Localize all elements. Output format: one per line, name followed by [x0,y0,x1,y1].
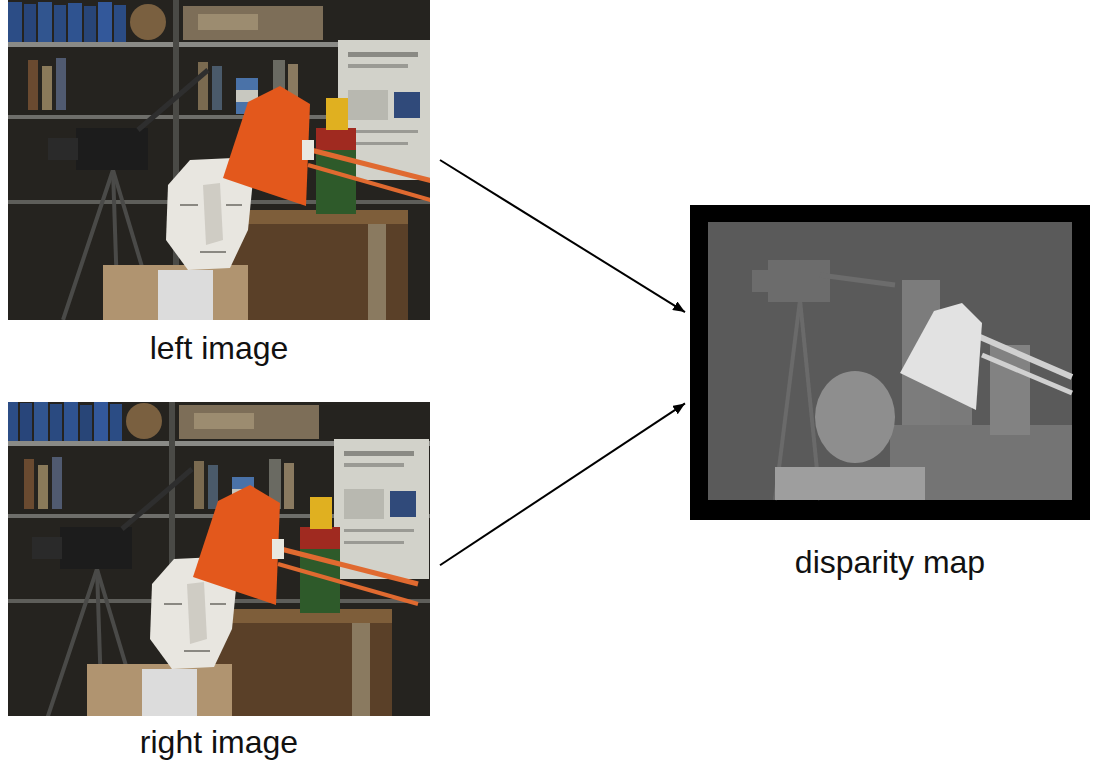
disparity-image [690,205,1090,520]
flow-arrow [440,160,685,312]
flow-arrow [440,403,685,565]
image-area [8,402,430,716]
image-caption: left image [146,330,293,367]
image-area [690,205,1090,520]
left-photo [8,0,430,320]
image-area [8,0,430,320]
image-caption: right image [136,724,302,761]
image-caption: disparity map [791,544,989,581]
image-panel: left image [8,0,430,367]
right-photo [8,402,430,716]
image-panel: right image [8,402,430,761]
disparity-panel: disparity map [690,205,1090,581]
